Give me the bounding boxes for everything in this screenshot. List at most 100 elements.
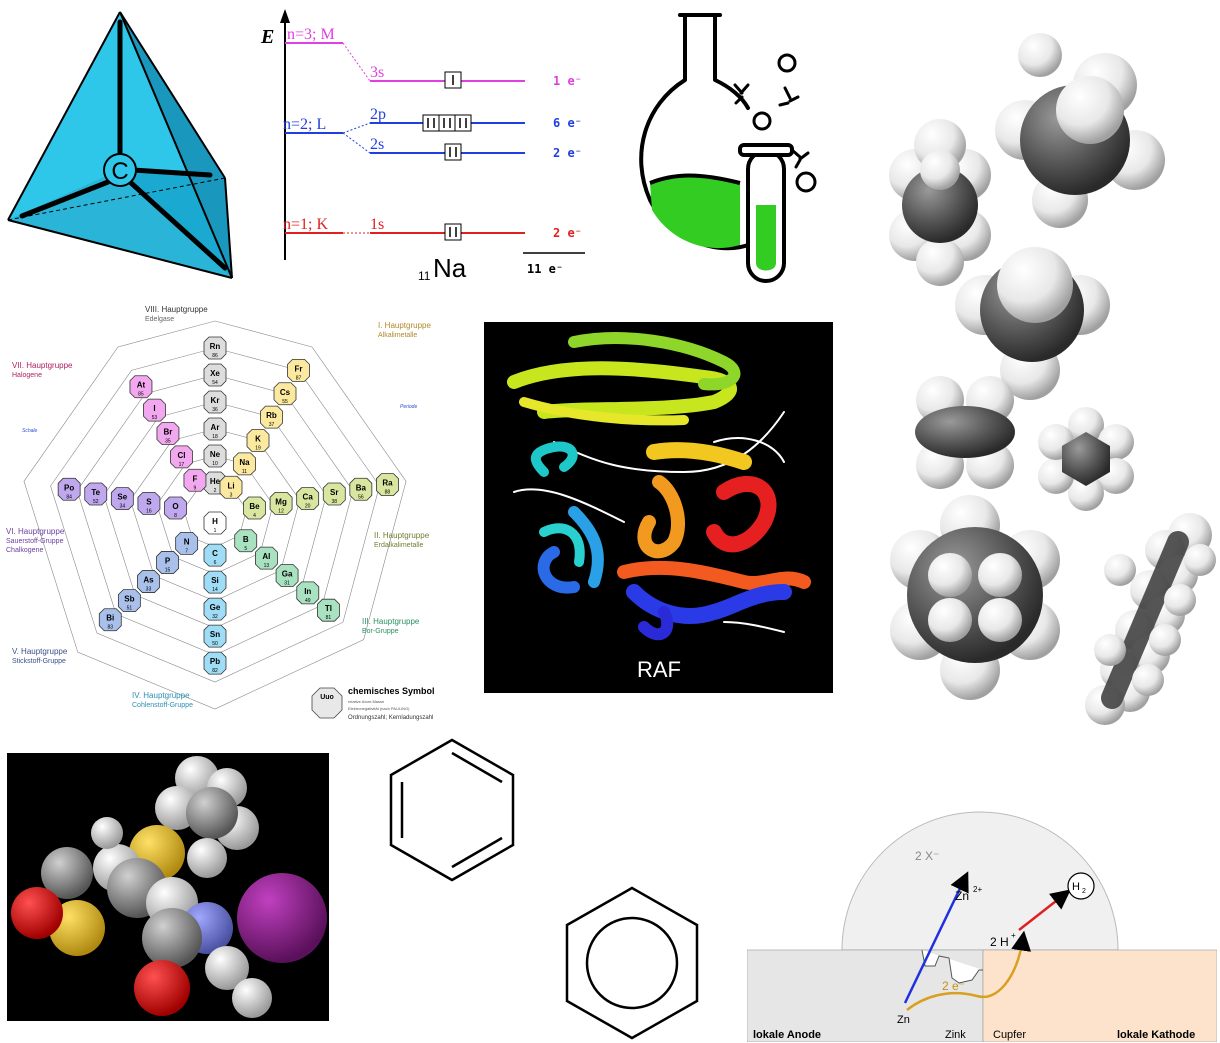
element-number: 32 (212, 614, 218, 620)
element-symbol: Cl (177, 451, 185, 460)
element-symbol: Tl (325, 604, 332, 613)
element-f: F9 (183, 468, 207, 492)
zn2-label: Zn (955, 889, 969, 903)
electrons-3s: 1 e⁻ (553, 74, 582, 88)
electrons-1s: 2 e⁻ (553, 226, 582, 240)
legend-line2: Elektronegativität (nach PAULING) (348, 706, 410, 711)
element-number: 13 (264, 563, 270, 569)
periodic-table-web: H1He2Ne10Ar18Kr36Xe54Rn86Li3Na11K19Rb37C… (6, 305, 435, 721)
element-number: 86 (212, 353, 218, 359)
molecule-4 (915, 376, 1015, 489)
element-symbol: Ba (356, 483, 367, 492)
element-number: 54 (212, 380, 218, 386)
element-symbol: As (143, 576, 154, 585)
element-symbol: In (304, 587, 311, 596)
element-ba: Ba 56 (349, 477, 373, 501)
element-number: 83 (107, 625, 113, 631)
group-i-title: I. Hauptgruppe (378, 321, 431, 330)
electrons-label: 2 e⁻ (942, 979, 965, 993)
element-symbol: Pb (210, 657, 220, 666)
element-number: 5 (244, 546, 247, 552)
element-number: 88 (385, 490, 391, 496)
element-be: Be4 (243, 496, 266, 520)
molecule-1 (889, 119, 991, 286)
h2-sub: 2 (1082, 888, 1086, 895)
legend-symbol: Uuo (320, 694, 334, 701)
shell-label-k: n=1; K (283, 216, 328, 233)
element-symbol: Rn (210, 342, 221, 351)
group-i-sub: Alkalimetalle (378, 332, 417, 339)
element-symbol: Xe (210, 369, 220, 378)
hplus-label: 2 H (990, 935, 1009, 949)
group-iv-title: IV. Hauptgruppe (132, 691, 190, 700)
element-symbol: Sb (124, 595, 134, 604)
group-vi-title: VI. Hauptgruppe (6, 527, 65, 536)
element-symbol: Fr (295, 364, 303, 373)
tetrahedron-figure: C (7, 11, 233, 279)
element-number: 52 (93, 499, 99, 505)
group-viii-title: VIII. Hauptgruppe (145, 305, 208, 314)
orbital-1s: 1s (370, 216, 384, 233)
zn2-charge: 2+ (973, 885, 982, 894)
element-number: 15 (165, 567, 171, 573)
anion-label: 2 X⁻ (915, 849, 939, 863)
legend-title: chemisches Symbol (348, 686, 435, 696)
tetra-face-left (8, 12, 225, 220)
element-sn: Sn 50 (203, 624, 227, 648)
group-iv-sub: Cohlenstoff-Gruppe (132, 702, 193, 709)
element-number: 36 (212, 407, 218, 413)
group-viii-sub: Edelgase (145, 316, 174, 323)
element-symbol: Ge (210, 603, 221, 612)
group-ii-sub: Erdalkalimetalle (374, 542, 424, 549)
element-c: C6 (203, 543, 227, 567)
element-number: 50 (212, 641, 218, 647)
element-symbol: Ca (303, 493, 314, 502)
orbital-2p: 2p (370, 106, 386, 123)
group-vii-title: VII. Hauptgruppe (12, 361, 73, 370)
element-number: 34 (120, 504, 126, 510)
element-number: 1 (214, 528, 217, 534)
group-v-sub: Stickstoff-Gruppe (12, 658, 66, 665)
flask-icon (639, 13, 817, 283)
element-number: 11 (242, 469, 247, 475)
element-symbol: O (172, 502, 178, 511)
element-symbol: C (212, 549, 218, 558)
molecule-6 (890, 495, 1060, 700)
schale-label: Schale (22, 428, 38, 434)
element-symbol: K (255, 435, 261, 444)
element-number: 56 (358, 494, 364, 500)
group-vii-sub: Halogene (12, 372, 42, 379)
element-i: I53 (143, 398, 166, 422)
element-symbol: Mg (275, 497, 287, 506)
element-symbol: P (165, 556, 171, 565)
element-k: K19 (246, 429, 270, 452)
element-number: 37 (269, 422, 275, 428)
element-number: 16 (146, 508, 152, 514)
element-symbol: Te (91, 488, 100, 497)
element-symbol: Na (239, 458, 250, 467)
electrons-total: 11 e⁻ (527, 262, 563, 276)
element-rn: Rn 86 (203, 336, 227, 360)
element-number: 87 (296, 375, 302, 381)
group-vi-sub: Sauerstoff-Gruppe (6, 538, 64, 545)
hydrocarbon-models (889, 33, 1216, 725)
element-number: 55 (282, 399, 288, 405)
element-number: 6 (214, 560, 217, 566)
corrosion-diagram: 2 X⁻ Zn 2+ H 2 2 H + 2 e⁻ Zn lokale Anod… (747, 811, 1217, 1042)
element-symbol: F (193, 474, 198, 483)
element-number: 14 (212, 587, 218, 593)
element-symbol: Ar (211, 423, 220, 432)
element-symbol: Sn (210, 630, 220, 639)
zink-label: Zink (945, 1029, 966, 1041)
